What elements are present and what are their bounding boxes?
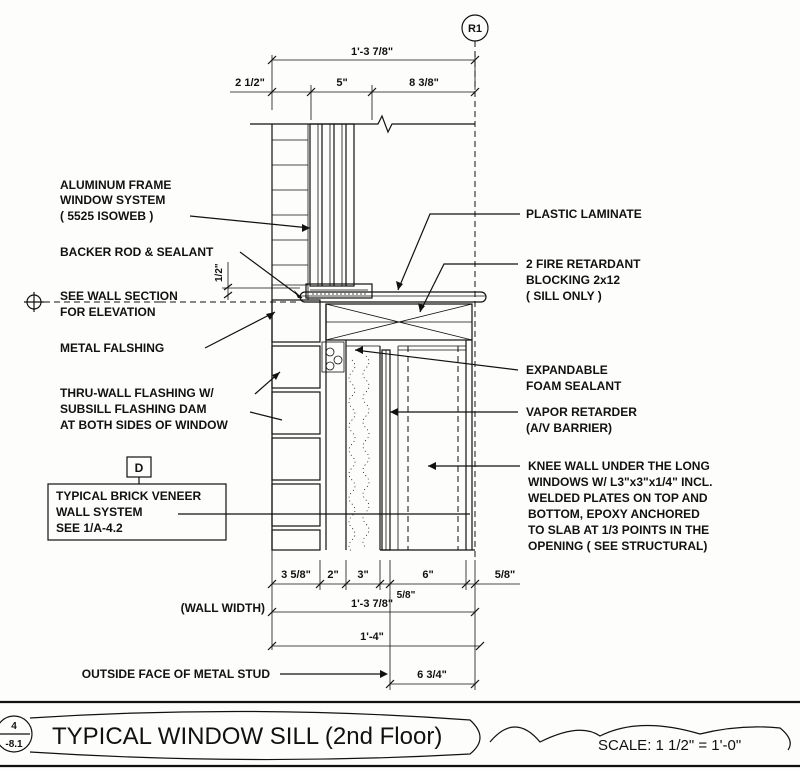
brick-label-2: WALL SYSTEM: [56, 505, 142, 519]
dim-2-1-2: 2 1/2": [235, 77, 265, 89]
dim-6: 6": [422, 569, 433, 581]
see-wall-label-1: SEE WALL SECTION: [60, 289, 178, 303]
thru-wall-label-2: SUBSILL FLASHING DAM: [60, 402, 206, 416]
brick-hatch: [271, 299, 321, 551]
dim-5: 5": [336, 77, 347, 89]
dim-1-2: 1/2": [214, 263, 225, 282]
dim-1-4: 1'-4": [360, 631, 384, 643]
insulation-stipple: [348, 355, 370, 553]
thru-wall-label-1: THRU-WALL FLASHING W/: [60, 386, 214, 400]
aluminum-window-frame: [305, 123, 373, 299]
dim-6-3-4: 6 3/4": [417, 669, 447, 681]
vapor-label-1: VAPOR RETARDER: [526, 405, 637, 419]
foam-label-1: EXPANDABLE: [526, 363, 608, 377]
dim-5-8-right: 5/8": [495, 569, 516, 581]
sheet-number: -8.1: [5, 739, 23, 750]
knee-label-6: OPENING ( SEE STRUCTURAL): [528, 539, 707, 553]
title-block: 4 -8.1 TYPICAL WINDOW SILL (2nd Floor) S…: [0, 700, 800, 768]
dim-overall-top: 1'-3 7/8": [351, 46, 393, 58]
outside-face-label: OUTSIDE FACE OF METAL STUD: [82, 667, 271, 681]
scale-note: SCALE: 1 1/2" = 1'-0": [598, 737, 741, 754]
brick-label-1: TYPICAL BRICK VENEER: [56, 489, 201, 503]
left-labels: ALUMINUM FRAME WINDOW SYSTEM ( 5525 ISOW…: [47, 178, 228, 541]
see-wall-label-2: FOR ELEVATION: [60, 305, 156, 319]
vapor-label-2: (A/V BARRIER): [526, 421, 612, 435]
fire-label-2: BLOCKING 2x12: [526, 273, 620, 287]
knee-label-4: BOTTOM, EPOXY ANCHORED: [528, 507, 700, 521]
top-dimensions: 1'-3 7/8" 2 1/2" 5" 8 3/8": [230, 46, 480, 120]
section-symbol: [24, 292, 300, 312]
left-leaders: [178, 215, 470, 515]
dim-2: 2": [327, 569, 338, 581]
detail-number: 4: [11, 721, 17, 732]
aluminum-label-1: ALUMINUM FRAME: [60, 178, 171, 192]
grid-bubble: R1: [461, 14, 489, 560]
break-line: [250, 114, 475, 134]
fire-label-3: ( SILL ONLY ): [526, 289, 602, 303]
foam-label-2: FOAM SEALANT: [526, 379, 622, 393]
knee-label-2: WINDOWS W/ L3"x3"x1/4" INCL.: [528, 475, 712, 489]
right-leaders: [354, 213, 520, 470]
knee-label-5: TO SLAB AT 1/3 POINTS IN THE: [528, 523, 709, 537]
dim-wall-width: 1'-3 7/8": [351, 598, 393, 610]
metal-flashing-label: METAL FALSHING: [60, 341, 164, 355]
plastic-laminate-label: PLASTIC LAMINATE: [526, 207, 642, 221]
side-dimension: 1/2": [214, 262, 300, 300]
dim-3: 3": [357, 569, 368, 581]
fire-label-1: 2 FIRE RETARDANT: [526, 257, 641, 271]
backer-rod-label: BACKER ROD & SEALANT: [60, 245, 214, 259]
dim-8-3-8: 8 3/8": [409, 77, 439, 89]
wall-width-label: (WALL WIDTH): [181, 601, 265, 615]
fire-retardant-blocking: [325, 303, 473, 341]
dim-5-8-under: 5/8": [397, 590, 416, 601]
aluminum-label-3: ( 5525 ISOWEB ): [60, 209, 153, 223]
bottom-dimensions: 3 5/8" 2" 3" 6" 5/8" 5/8" 1'-3 7/8" (WAL…: [82, 550, 520, 690]
knee-label-3: WELDED PLATES ON TOP AND: [528, 491, 708, 505]
grid-bubble-label: R1: [468, 23, 482, 35]
brick-veneer: [271, 124, 321, 551]
aluminum-label-2: WINDOW SYSTEM: [60, 193, 165, 207]
knee-label-1: KNEE WALL UNDER THE LONG: [528, 459, 710, 473]
knee-wall-studs: [380, 340, 475, 551]
dim-3-5-8: 3 5/8": [281, 569, 311, 581]
thru-wall-label-3: AT BOTH SIDES OF WINDOW: [60, 418, 228, 432]
right-labels: PLASTIC LAMINATE 2 FIRE RETARDANT BLOCKI…: [526, 207, 712, 553]
brick-label-3: SEE 1/A-4.2: [56, 521, 123, 535]
detail-tag: D: [135, 461, 144, 475]
detail-title: TYPICAL WINDOW SILL (2nd Floor): [52, 723, 442, 750]
wall-layers: [321, 304, 381, 553]
plastic-laminate-sill: [299, 291, 487, 303]
